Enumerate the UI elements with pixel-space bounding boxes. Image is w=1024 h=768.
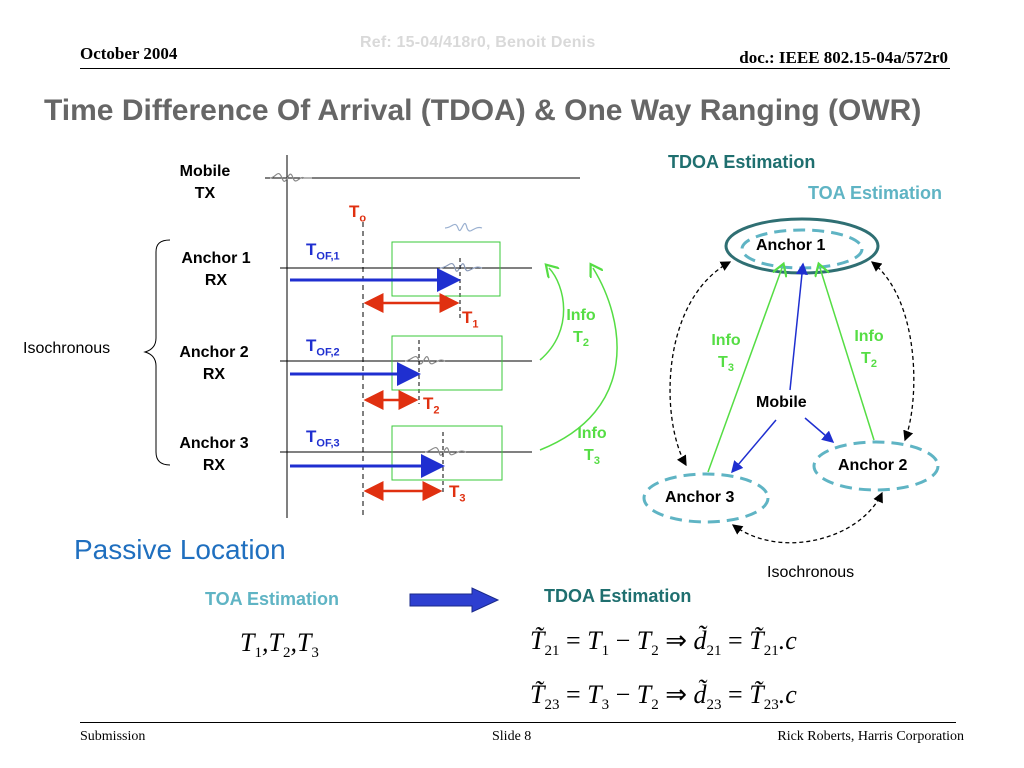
t0-label: To: [349, 202, 367, 225]
t2-label: T2: [423, 394, 440, 417]
header-ref: Ref: 15-04/418r0, Benoit Denis: [360, 34, 596, 51]
mobile-tx-pulse: [269, 173, 312, 182]
anchor2-node-label: Anchor 2: [838, 457, 908, 474]
isochronous-brace: [143, 239, 171, 466]
tof2-label: TOF,2: [306, 336, 340, 359]
network-diagram: [642, 217, 940, 544]
anchor2-ellipse: [812, 440, 940, 492]
anchor3-window: [391, 425, 503, 481]
tdoa-estimation-label: TDOA Estimation: [668, 152, 816, 172]
mobile-to-anchor2: [804, 417, 835, 443]
anchor2-window: [391, 335, 503, 391]
anchor1-window: [391, 241, 501, 297]
anchor1-pulse-top: [444, 222, 483, 232]
header-rule: [80, 68, 950, 69]
anchor2-to-anchor1-info: [820, 268, 875, 441]
footer-rule: [80, 722, 956, 723]
footer-slide-number: Slide 8: [492, 729, 532, 744]
anchor1-node-label: Anchor 1: [756, 237, 826, 254]
sync-anchor1-anchor2: [870, 261, 915, 442]
header-date: October 2004: [80, 44, 178, 63]
slide-title: Time Difference Of Arrival (TDOA) & One …: [44, 94, 922, 127]
passive-arrow: [409, 587, 500, 613]
mobile-node-label: Mobile: [756, 394, 807, 411]
passive-tdoa-label: TDOA Estimation: [544, 586, 692, 606]
isochronous-label: Isochronous: [23, 340, 111, 357]
tof3-label: TOF,3: [306, 427, 340, 450]
passive-location-title: Passive Location: [74, 534, 286, 565]
anchor3-pulse: [424, 447, 467, 456]
anchor2-pulse: [404, 356, 446, 365]
header-doc-id: doc.: IEEE 802.15-04a/572r0: [739, 48, 948, 67]
mobile-to-anchor3: [731, 419, 777, 474]
timing-axes: [143, 155, 618, 518]
toa-equation: T1,T2,T3: [240, 628, 319, 662]
info-t2-curve: [539, 268, 565, 361]
anchor3-node-label: Anchor 3: [665, 489, 735, 506]
toa-estimation-label: TOA Estimation: [808, 183, 943, 203]
sync-anchor1-anchor3: [669, 261, 732, 467]
footer-author: Rick Roberts, Harris Corporation: [777, 729, 964, 744]
passive-toa-label: TOA Estimation: [205, 589, 340, 609]
sync-anchor3-anchor2: [731, 491, 883, 544]
anchor1-pulse: [439, 263, 483, 272]
info-t3-curve: [539, 268, 618, 451]
t1-label: T1: [462, 308, 479, 331]
tof1-label: TOF,1: [306, 240, 340, 263]
t3-label: T3: [449, 482, 466, 505]
network-isochronous-label: Isochronous: [767, 564, 855, 581]
tdoa-equation-21: T̃21 = T1 − T2 ⇒ d̃21 = T̃21.c: [530, 626, 797, 660]
mobile-to-anchor1: [789, 262, 808, 391]
tdoa-equation-23: T̃23 = T3 − T2 ⇒ d̃23 = T̃23.c: [530, 680, 797, 714]
footer-submission: Submission: [80, 729, 146, 744]
